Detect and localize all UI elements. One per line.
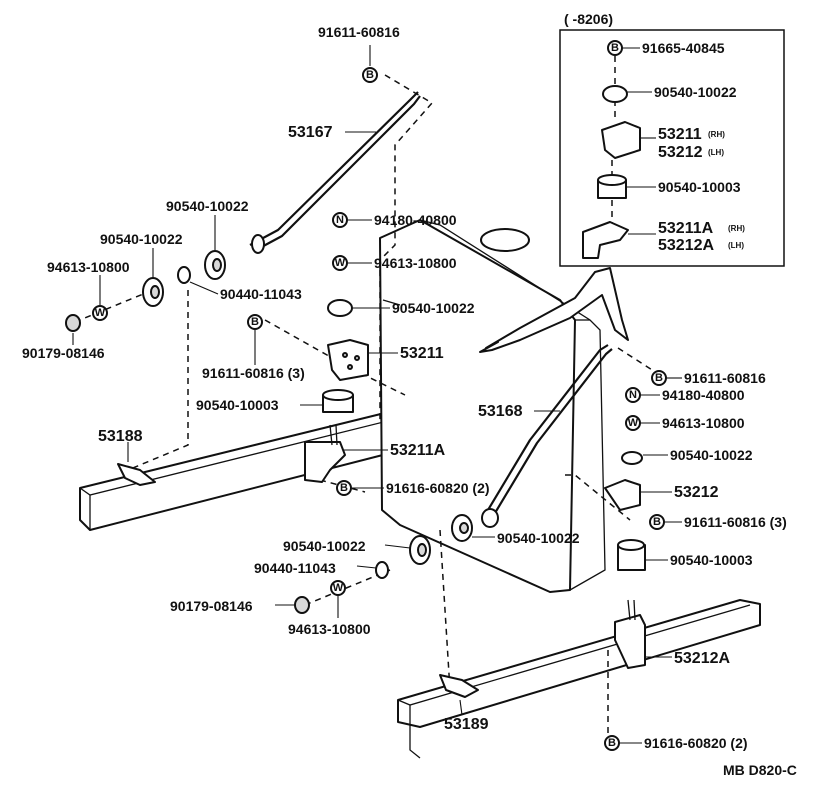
svg-text:B: B — [655, 372, 663, 384]
label-inset-rh: (RH) — [708, 130, 725, 139]
label-bolt-91616-left: 91616-60820 (2) — [386, 480, 490, 496]
symbol-bolt-bottom: B — [604, 735, 620, 751]
label-bolt-right3: 91611-60816 (3) — [684, 514, 787, 530]
svg-text:W: W — [95, 307, 106, 319]
label-cushion-lower-right: 90540-10022 — [497, 530, 580, 546]
label-cushion-b: 90540-10022 — [100, 231, 183, 247]
svg-text:W: W — [628, 417, 639, 429]
nut-lower — [294, 596, 310, 614]
svg-text:N: N — [629, 389, 637, 401]
label-inset-53211a: 53211A — [658, 220, 714, 237]
label-nut-right: 94180-40800 — [662, 387, 745, 403]
symbol-nut-right: N — [625, 387, 641, 403]
svg-text:B: B — [608, 737, 616, 749]
svg-text:B: B — [340, 482, 348, 494]
bracket-53212 — [604, 479, 641, 511]
svg-text:B: B — [251, 316, 259, 328]
symbol-washer-lower: W — [330, 580, 346, 596]
label-inset-53212: 53212 — [658, 144, 703, 161]
label-53212: 53212 — [674, 484, 719, 501]
svg-text:N: N — [336, 214, 344, 226]
label-53212a: 53212A — [674, 650, 730, 667]
rod-53168 — [481, 344, 613, 528]
symbol-nut-mid: N — [332, 212, 348, 228]
bracket-53211a — [304, 424, 346, 483]
svg-text:B: B — [366, 69, 374, 81]
label-cushion-a: 90540-10022 — [166, 198, 249, 214]
label-nut-n: 94180-40800 — [374, 212, 457, 228]
symbol-washer-mid: W — [332, 255, 348, 271]
label-inset-53211: 53211 — [658, 126, 702, 143]
label-53168: 53168 — [478, 403, 523, 420]
label-bolt-mid: 91611-60816 (3) — [202, 365, 305, 381]
symbol-bolt-right3: B — [649, 514, 665, 530]
label-washer-right: 94613-10800 — [662, 415, 745, 431]
inset-bracket-53211a — [582, 221, 629, 259]
label-nut-lower: 90179-08146 — [170, 598, 253, 614]
label-53189: 53189 — [444, 716, 489, 733]
symbol-washer-left: W — [92, 305, 108, 321]
label-washer-lower: 94613-10800 — [288, 621, 371, 637]
label-inset-lh: (LH) — [708, 148, 724, 157]
bracket-53212a — [614, 599, 646, 669]
label-53211: 53211 — [400, 345, 444, 362]
inset-box: ( -8206) B — [559, 11, 785, 267]
label-cushion-10003-right: 90540-10003 — [670, 552, 753, 568]
label-inset-rh2: (RH) — [728, 224, 745, 233]
svg-text:W: W — [335, 257, 346, 269]
cushion-lower-left — [409, 535, 431, 565]
direction-arrow — [479, 267, 629, 353]
label-inset-cushion1: 90540-10022 — [654, 84, 737, 100]
cushion-mid — [327, 299, 353, 317]
bracket-53211 — [327, 339, 369, 381]
inset-bracket-53211 — [601, 121, 641, 159]
label-washer-w: 94613-10800 — [374, 255, 457, 271]
label-cushion-lower-left: 90540-10022 — [283, 538, 366, 554]
label-cushion-c: 90540-10022 — [392, 300, 475, 316]
cushion-right-small — [621, 451, 643, 465]
symbol-bolt-right: B — [651, 370, 667, 386]
label-bolt-91616-bottom: 91616-60820 (2) — [644, 735, 748, 751]
label-bolt-right: 91611-60816 — [684, 370, 766, 386]
cushion-10003-right — [617, 539, 646, 571]
symbol-bolt-top: B — [362, 67, 378, 83]
inset-cushion-1 — [602, 85, 628, 103]
label-53211a: 53211A — [390, 442, 446, 459]
label-cushion-right: 90540-10022 — [670, 447, 753, 463]
filler-cap — [480, 228, 530, 252]
label-top-bolt: 91611-60816 — [318, 24, 400, 40]
label-washer-left: 94613-10800 — [47, 259, 130, 275]
bracket-53188 — [117, 463, 156, 486]
label-nut-left: 90179-08146 — [22, 345, 105, 361]
symbol-washer-right: W — [625, 415, 641, 431]
label-53167: 53167 — [288, 124, 333, 141]
svg-text:W: W — [333, 582, 344, 594]
nut-left — [65, 314, 81, 332]
rod-53167 — [249, 91, 421, 254]
label-inset-cushion2: 90540-10003 — [658, 179, 741, 195]
label-53188: 53188 — [98, 428, 143, 445]
label-inset-lh2: (LH) — [728, 241, 744, 250]
label-ref-code: MB D820-C — [723, 762, 797, 778]
svg-text:B: B — [653, 516, 661, 528]
symbol-bolt-mid: B — [247, 314, 263, 330]
inset-header: ( -8206) — [564, 11, 613, 27]
bracket-53189 — [439, 674, 479, 698]
cushion-lower-right — [451, 514, 473, 542]
collar-left — [177, 266, 191, 284]
cushion-left-b — [142, 277, 164, 307]
label-inset-bolt: 91665-40845 — [642, 40, 725, 56]
symbol-bolt-53211a: B — [336, 480, 352, 496]
cushion-10003-left — [322, 389, 354, 413]
label-collar-lower: 90440-11043 — [254, 560, 336, 576]
label-collar-left: 90440-11043 — [220, 286, 302, 302]
label-cushion-10003-left: 90540-10003 — [196, 397, 279, 413]
svg-text:B: B — [611, 42, 619, 54]
cushion-left-a — [204, 250, 226, 280]
fuel-tank — [379, 219, 606, 593]
label-inset-53212a: 53212A — [658, 237, 714, 254]
collar-lower — [375, 561, 389, 579]
